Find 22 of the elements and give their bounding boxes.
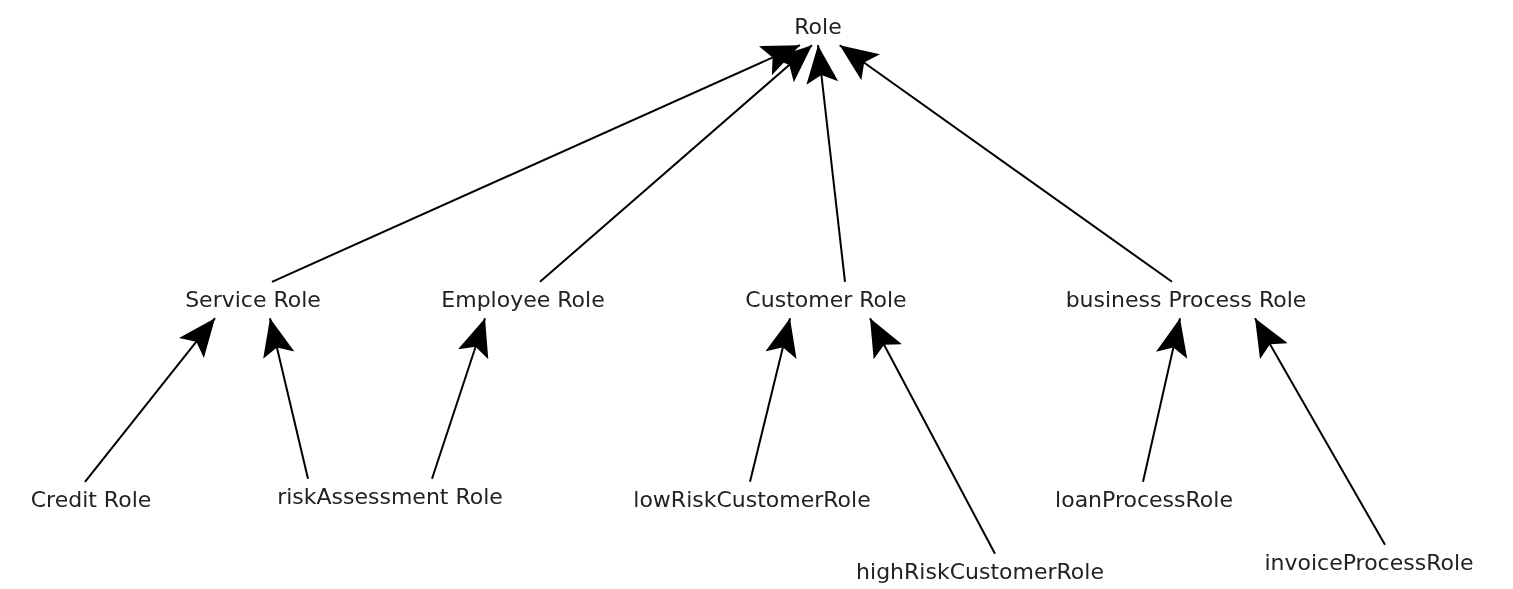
arrow — [431, 317, 489, 480]
role-label: Customer Role — [745, 286, 907, 314]
arrow — [84, 317, 216, 483]
arrow — [749, 317, 797, 483]
role-label: highRiskCustomerRole — [856, 558, 1104, 586]
role-label: business Process Role — [1065, 286, 1307, 314]
role-label: riskAssessment Role — [277, 483, 503, 511]
role-label: Service Role — [185, 286, 321, 314]
role-label: Role — [794, 13, 842, 41]
arrow — [869, 317, 996, 555]
arrow — [1254, 317, 1386, 546]
arrow — [1142, 317, 1188, 483]
arrow — [539, 44, 813, 283]
role-label: Employee Role — [441, 286, 605, 314]
role-label: Credit Role — [30, 486, 152, 514]
role-label: lowRiskCustomerRole — [633, 486, 871, 514]
arrow — [271, 44, 801, 283]
arrow — [838, 44, 1173, 283]
role-label: loanProcessRole — [1055, 486, 1233, 514]
role-label: invoiceProcessRole — [1264, 549, 1474, 577]
arrow — [263, 317, 309, 480]
arrow — [806, 44, 846, 283]
